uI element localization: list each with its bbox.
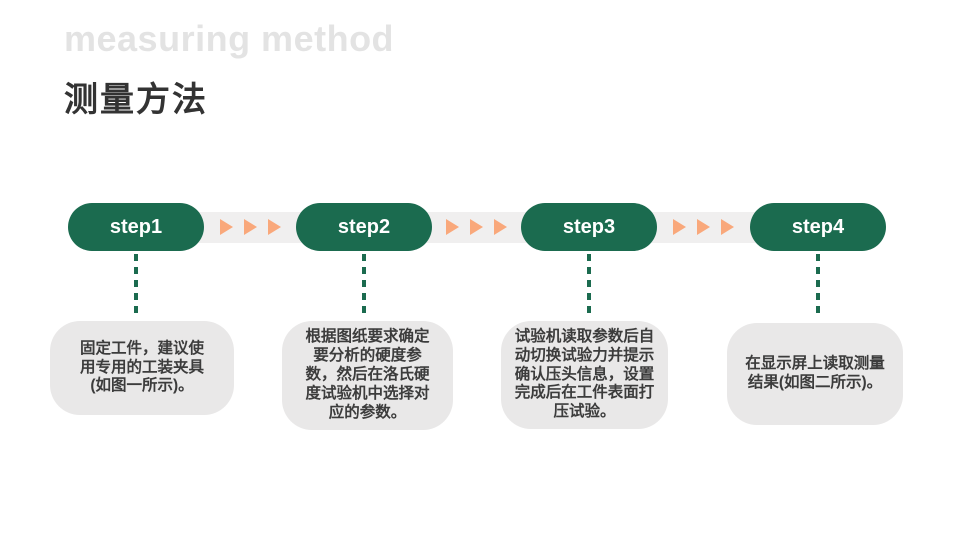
- arrow-group-2: [432, 203, 521, 251]
- page-subtitle-english: measuring method: [64, 18, 395, 59]
- step1-label: step1: [109, 215, 163, 238]
- step1-description-box: 固定工件，建议使 用专用的工装夹具 (如图一所示)。: [50, 321, 234, 415]
- step2-description: 根据图纸要求确定 要分析的硬度参 数，然后在洛氏硬 度试验机中选择对 应的参数。: [305, 328, 430, 421]
- step3-label: step3: [562, 215, 616, 238]
- right-arrow-icon: [470, 219, 483, 235]
- step3-description: 试验机读取参数后自 动切换试验力并提示 确认压头信息，设置 完成后在工件表面打 …: [514, 327, 655, 421]
- step4-dashed-connector: [816, 254, 820, 316]
- step2-description-box: 根据图纸要求确定 要分析的硬度参 数，然后在洛氏硬 度试验机中选择对 应的参数。: [282, 321, 453, 430]
- step3-pill: step3: [521, 203, 657, 251]
- step2-label: step2: [337, 215, 391, 238]
- step4-pill: step4: [750, 203, 886, 251]
- right-arrow-icon: [244, 219, 257, 235]
- step2-dashed-connector: [362, 254, 366, 316]
- step4-description: 在显示屏上读取测量 结果(如图二所示)。: [745, 355, 885, 391]
- page-title: 测量方法: [64, 81, 208, 119]
- step3-dashed-connector: [587, 254, 591, 316]
- step4-label: step4: [791, 215, 845, 238]
- step3-description-box: 试验机读取参数后自 动切换试验力并提示 确认压头信息，设置 完成后在工件表面打 …: [501, 321, 668, 429]
- right-arrow-icon: [494, 219, 507, 235]
- step1-pill: step1: [68, 203, 204, 251]
- arrow-group-3: [657, 203, 750, 251]
- step2-pill: step2: [296, 203, 432, 251]
- step1-description: 固定工件，建议使 用专用的工装夹具 (如图一所示)。: [79, 339, 204, 395]
- right-arrow-icon: [220, 219, 233, 235]
- right-arrow-icon: [446, 219, 459, 235]
- step1-dashed-connector: [134, 254, 138, 316]
- right-arrow-icon: [673, 219, 686, 235]
- arrow-group-1: [205, 203, 296, 251]
- right-arrow-icon: [697, 219, 710, 235]
- right-arrow-icon: [721, 219, 734, 235]
- step4-description-box: 在显示屏上读取测量 结果(如图二所示)。: [727, 323, 903, 425]
- right-arrow-icon: [268, 219, 281, 235]
